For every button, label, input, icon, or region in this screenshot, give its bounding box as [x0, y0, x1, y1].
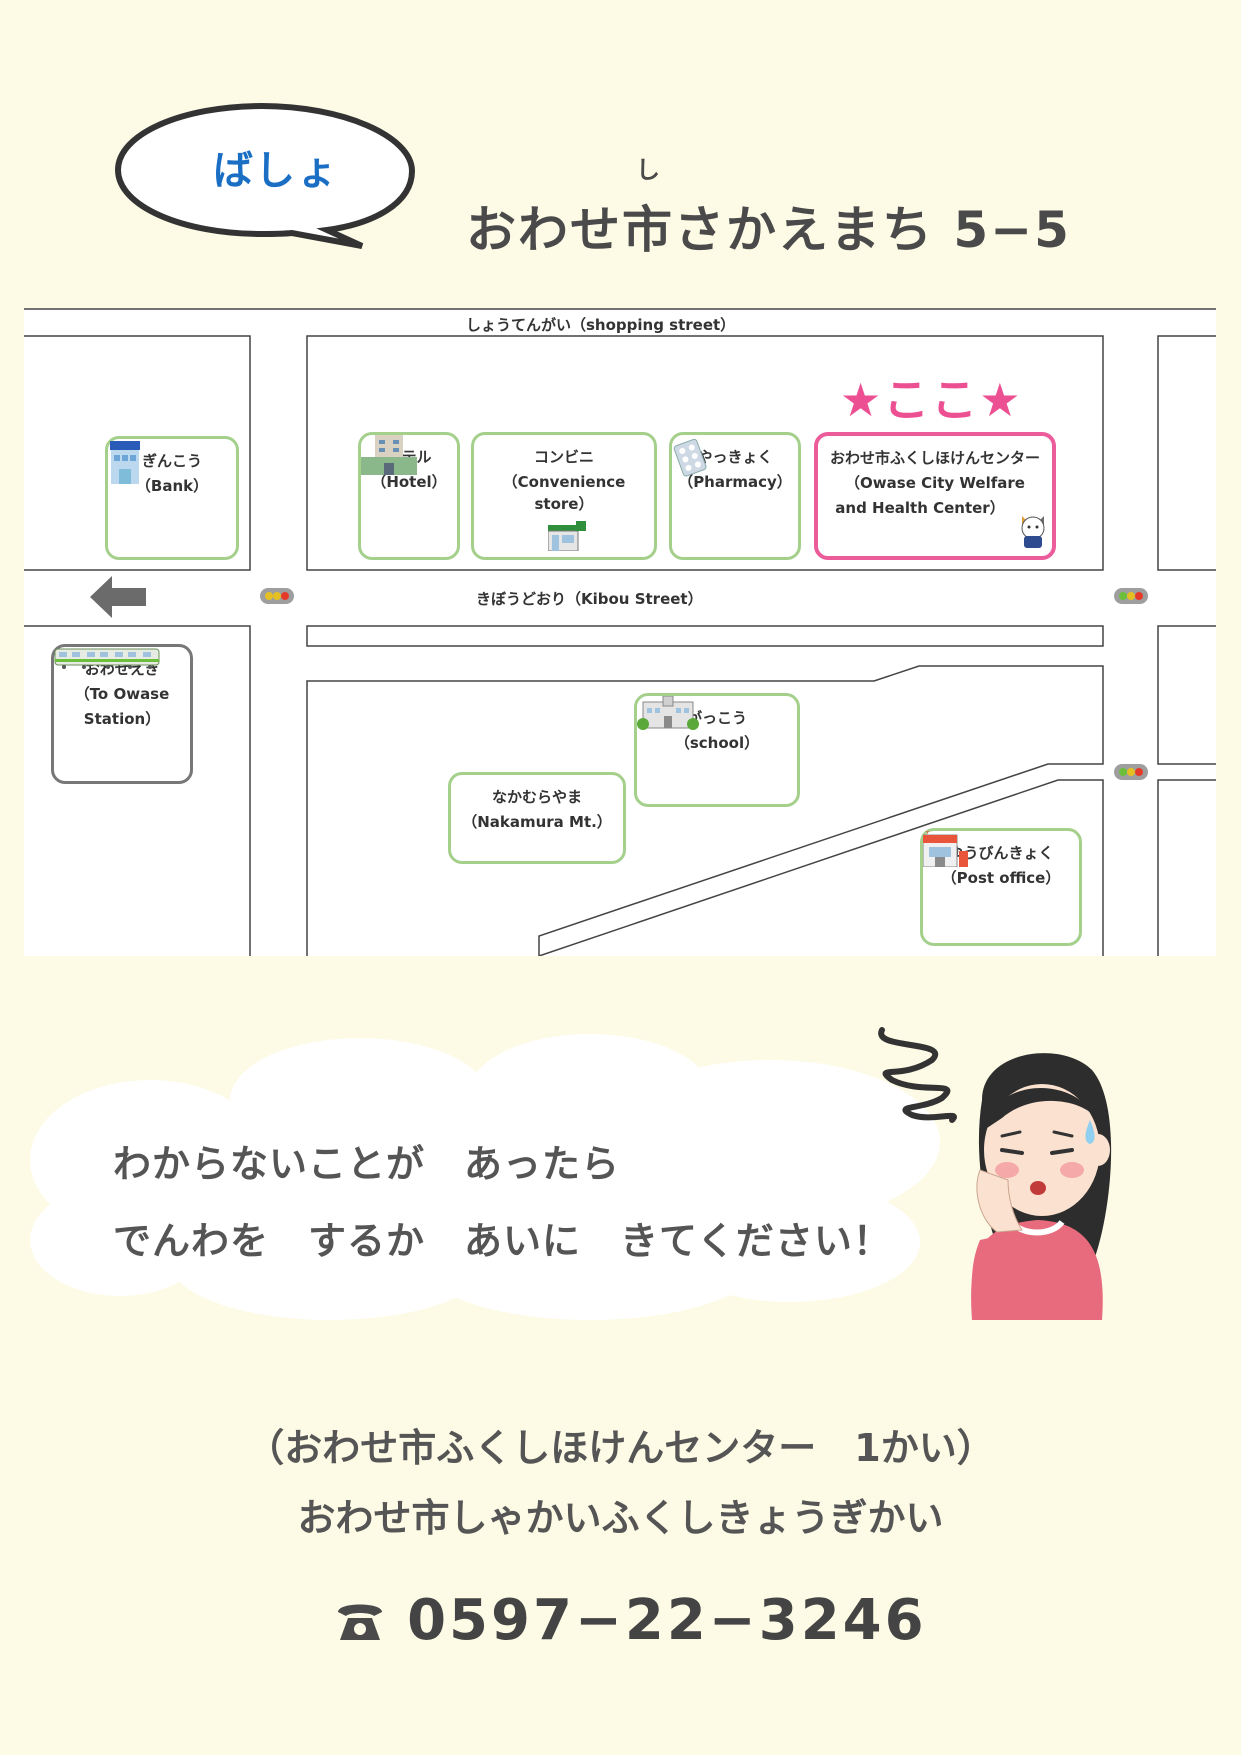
school-building-icon: [637, 696, 699, 730]
place-pharmacy: やっきょく （Pharmacy）: [669, 432, 801, 560]
center-en-2: and Health Center）: [835, 499, 1005, 517]
train-icon: [54, 648, 160, 669]
kibou-street-label: きぼうどおり（Kibou Street）: [476, 590, 703, 608]
convenience-store-icon: [548, 521, 586, 551]
traffic-light-icon: [1114, 764, 1148, 780]
place-school: がっこう （school）: [634, 693, 800, 807]
nakamura-jp: なかむらやま: [491, 788, 582, 806]
convenience-en-2: store）: [534, 495, 594, 513]
place-convenience-store: コンビニ （Convenience store）: [471, 432, 657, 560]
map-roads: [24, 308, 1216, 956]
convenience-jp: コンビニ: [533, 448, 594, 466]
footer-center-floor: （おわせ市ふくしほけんセンター 1かい）: [246, 1426, 995, 1470]
nakamura-en: （Nakamura Mt.）: [462, 813, 612, 831]
place-bank: ぎんこう （Bank）: [105, 436, 239, 560]
phone-row: 0597−22−3246: [334, 1588, 927, 1653]
area-map: しょうてんがい（shopping street） きぼうどおり（Kibou St…: [24, 308, 1216, 956]
traffic-light-icon: [1114, 588, 1148, 604]
bubble-label: ばしょ: [213, 148, 339, 194]
place-hotel: ホテル （Hotel）: [358, 432, 460, 560]
pharmacy-jp: やっきょく: [697, 448, 773, 466]
convenience-en-1: （Convenience: [502, 473, 626, 491]
hotel-building-icon: [361, 435, 417, 475]
message-line-2: でんわを するか あいに きてください！: [113, 1219, 892, 1263]
bank-en: （Bank）: [135, 477, 209, 495]
bank-building-icon: [110, 441, 140, 484]
place-welfare-center: おわせ市ふくしほけんセンター （Owase City Welfare and H…: [814, 432, 1056, 560]
telephone-icon: [338, 1604, 382, 1640]
shopping-street-label: しょうてんがい（shopping street）: [466, 316, 736, 334]
footer-organization: おわせ市しゃかいふくしきょうぎかい: [297, 1496, 944, 1540]
address-title: おわせ市さかえまち 5−5: [466, 201, 1071, 259]
hotel-en: （Hotel）: [371, 473, 447, 491]
post-en: （Post office）: [941, 869, 1061, 887]
svg-text:〒: 〒: [925, 831, 930, 836]
post-jp: ゆうびんきょく: [948, 844, 1054, 862]
school-jp: がっこう: [686, 709, 747, 727]
station-en-1: （To Owase: [74, 685, 170, 703]
message-cloud: [30, 1034, 940, 1320]
center-jp: おわせ市ふくしほけんセンター: [829, 449, 1040, 467]
left-arrow-icon: [90, 576, 146, 618]
worried-woman-illustration: [878, 1027, 1112, 1320]
message-line-1: わからないことが あったら: [113, 1142, 621, 1186]
place-post-office: ゆうびんきょく （Post office） 〒: [920, 828, 1082, 946]
post-office-icon: 〒: [923, 831, 968, 867]
speech-bubble: [114, 102, 416, 249]
place-nakamura-mt: なかむらやま （Nakamura Mt.）: [448, 772, 626, 864]
cat-mascot-icon: [1021, 516, 1045, 548]
here-marker: ★ここ★: [840, 373, 1023, 427]
center-en-1: （Owase City Welfare: [845, 474, 1025, 492]
traffic-light-icon: [260, 588, 294, 604]
pharmacy-en: （Pharmacy）: [678, 473, 792, 491]
address-ruby: し: [636, 156, 660, 184]
station-en-2: Station）: [83, 710, 161, 728]
place-station: おわせえき （To Owase Station）: [51, 644, 193, 784]
phone-number[interactable]: 0597−22−3246: [407, 1588, 927, 1653]
pill-pack-icon: [673, 438, 707, 477]
school-en: （school）: [674, 734, 760, 752]
bank-jp: ぎんこう: [141, 452, 202, 470]
